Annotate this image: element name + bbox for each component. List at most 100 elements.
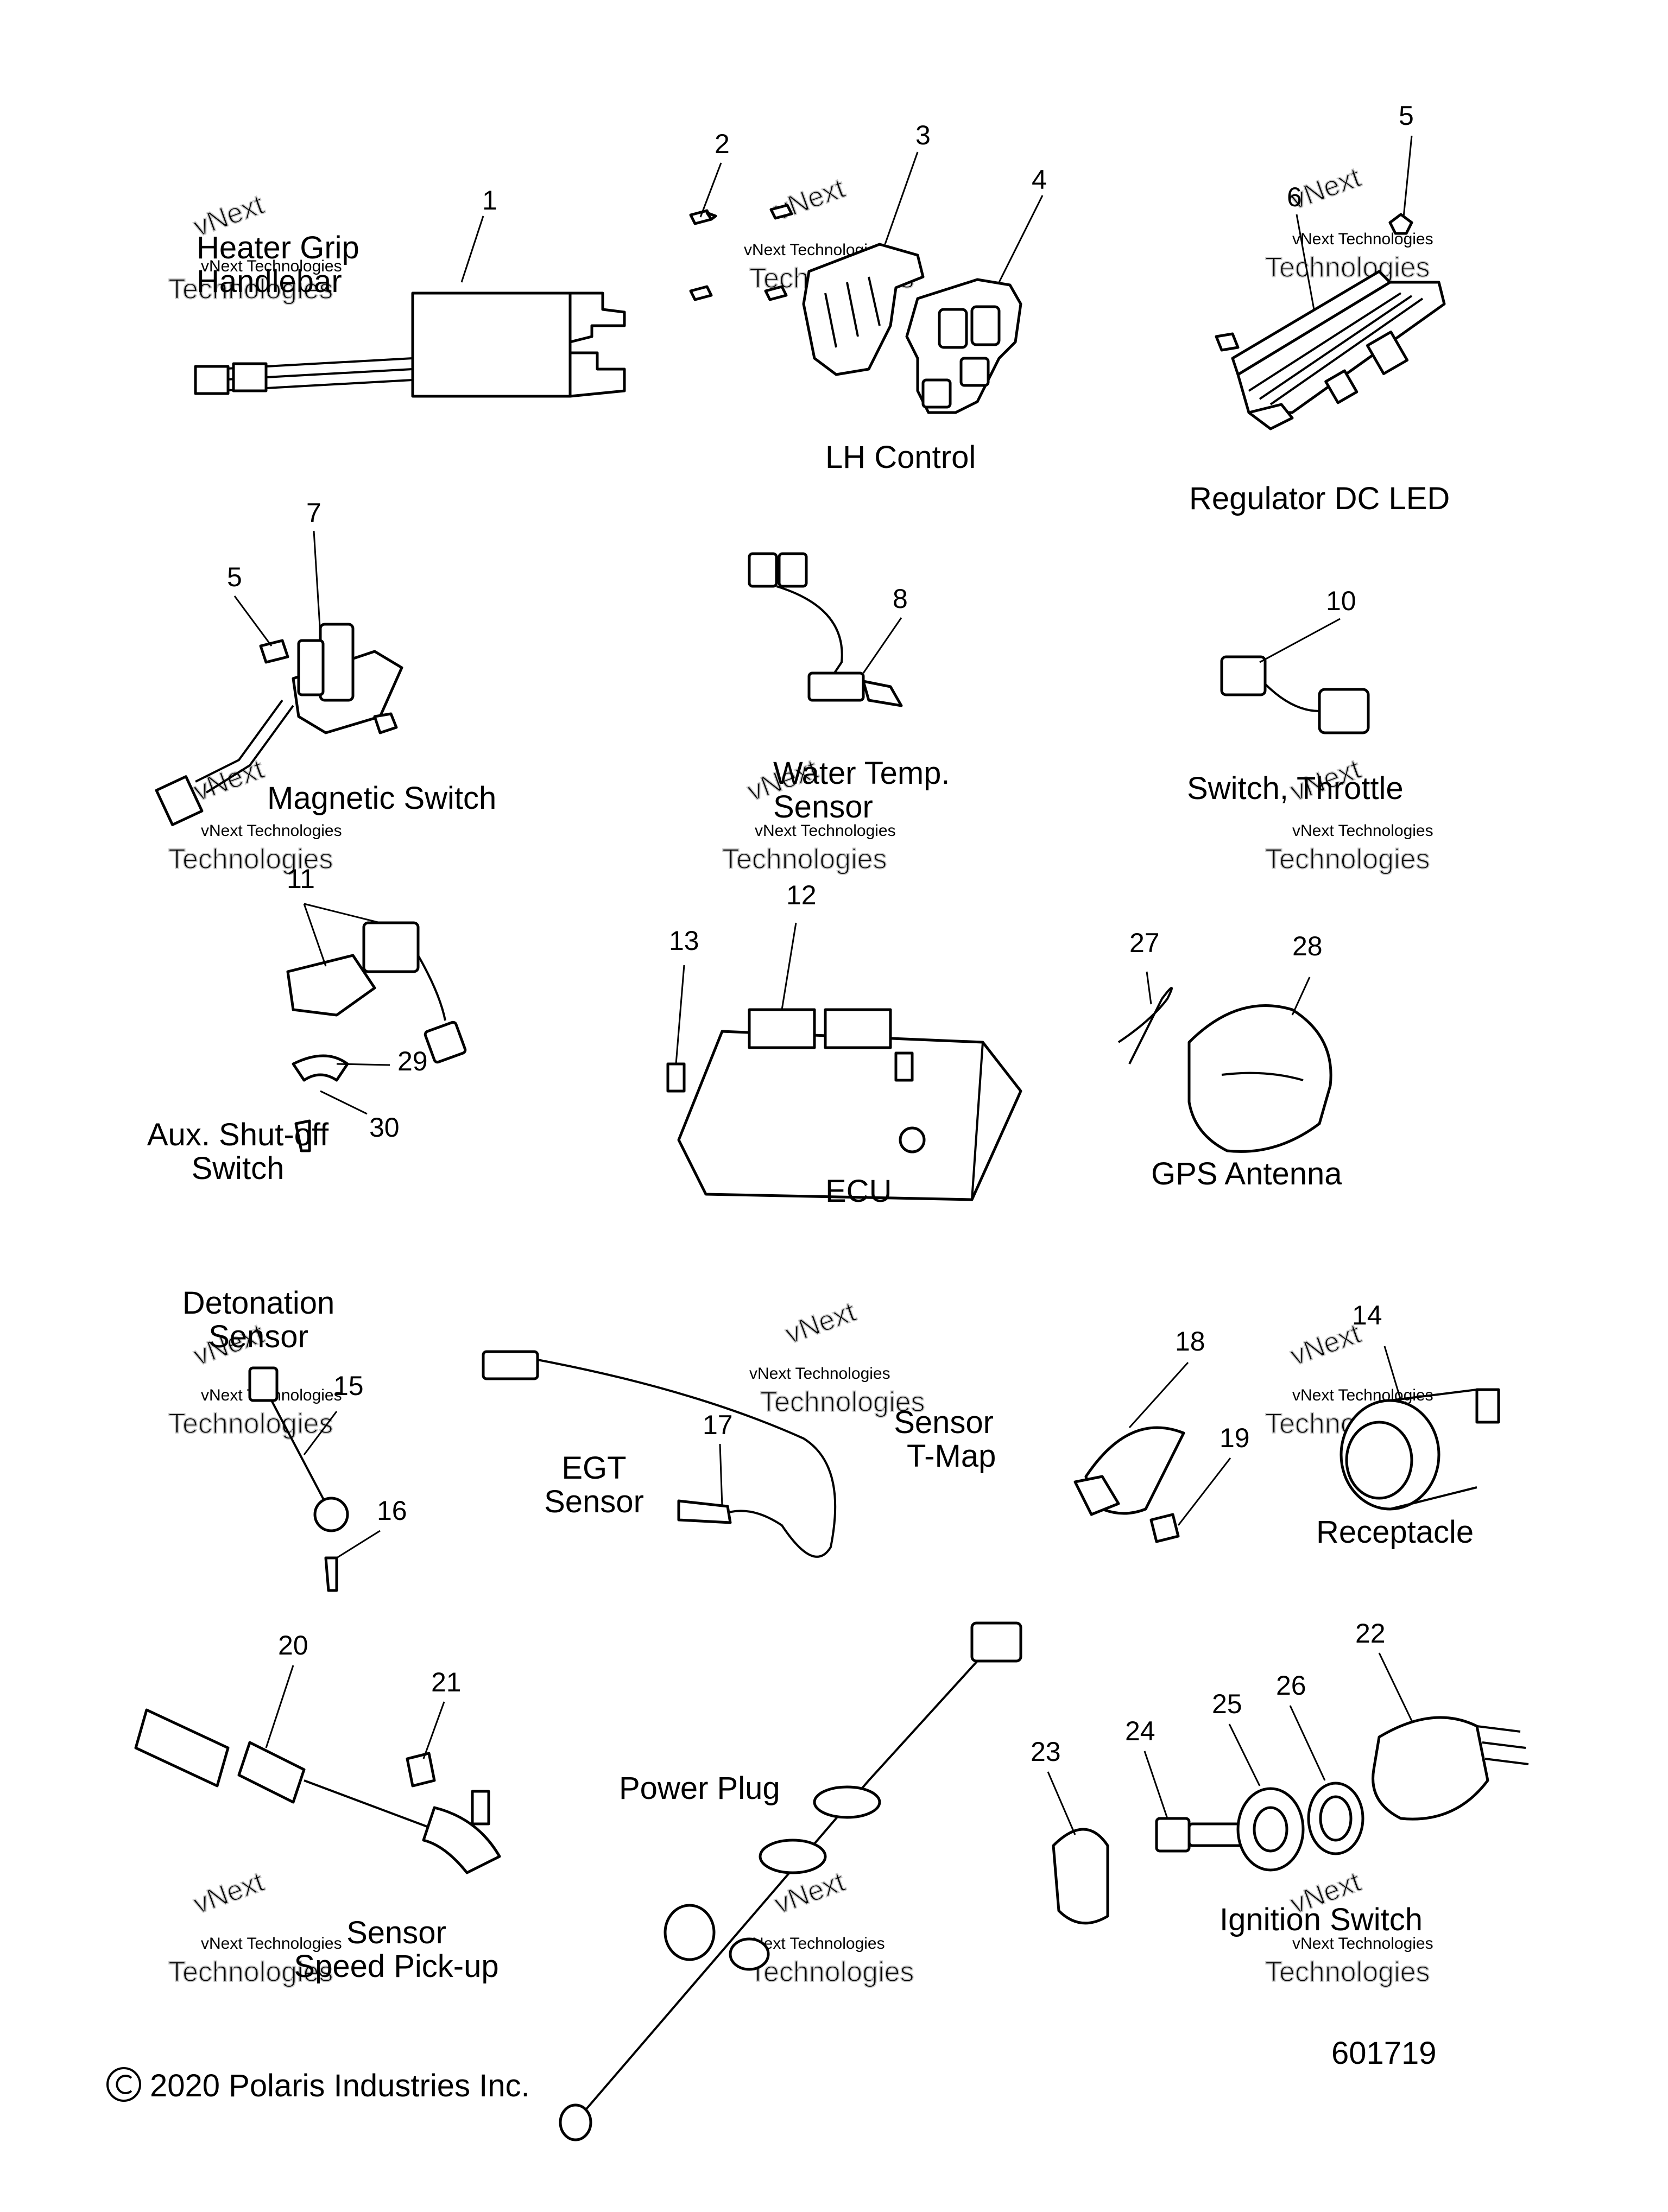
label-line: Heater Grip	[197, 230, 359, 265]
label-line: T-Map	[907, 1438, 996, 1474]
callout-number: 22	[1355, 1618, 1386, 1649]
part-aux-shutoff-drawing	[286, 921, 467, 1152]
callout-number: 21	[431, 1667, 462, 1697]
watermark-big: vNext	[189, 1866, 268, 1920]
label-line: GPS Antenna	[1151, 1156, 1342, 1191]
label-line: ECU	[825, 1174, 892, 1209]
watermark: vNext Technologies	[749, 1365, 890, 1383]
callout-number: 28	[1292, 931, 1323, 961]
watermark: vNext Technologies	[1292, 822, 1433, 840]
watermark-big: Technologies	[749, 1956, 914, 1988]
callout-number: 23	[1031, 1736, 1061, 1767]
watermark-big: Technologies	[168, 274, 333, 305]
label-line: Power Plug	[619, 1771, 780, 1806]
label-lh-control: LH Control	[825, 440, 976, 475]
watermark-big: Technologies	[1265, 1956, 1430, 1988]
watermark: vNext Technologies	[201, 1935, 342, 1953]
watermark-big: vNext	[770, 172, 849, 226]
footer: 2020 Polaris Industries Inc. 601719	[106, 2036, 1437, 2103]
watermark-big: vNext	[189, 753, 268, 807]
part-egt-sensor-drawing	[482, 1350, 837, 1558]
label-power-plug: Power Plug	[619, 1771, 780, 1806]
watermark-big: Technologies	[168, 1956, 333, 1988]
callout-number: 26	[1276, 1670, 1306, 1701]
label-line: Detonation	[182, 1285, 335, 1321]
callout-number: 5	[1399, 100, 1414, 131]
part-throttle-switch-drawing	[1220, 655, 1370, 734]
callout-number: 11	[287, 864, 315, 894]
label-magnetic-switch: Magnetic Switch	[267, 781, 496, 816]
label-regulator: Regulator DC LED	[1189, 481, 1450, 516]
watermark-big: Technologies	[168, 844, 333, 875]
leader-lines	[233, 135, 1413, 1835]
label-line: Switch	[192, 1151, 285, 1186]
label-line: Aux. Shut-off	[147, 1117, 329, 1152]
callout-number: 19	[1220, 1423, 1250, 1453]
callout-number: 18	[1175, 1326, 1205, 1357]
callout-number: 8	[893, 584, 908, 614]
label-receptacle: Receptacle	[1316, 1514, 1474, 1550]
callout-number: 17	[703, 1410, 733, 1440]
label-gps-antenna: GPS Antenna	[1151, 1156, 1342, 1191]
part-tmap-sensor-drawing	[1073, 1426, 1185, 1543]
callout-number: 20	[278, 1630, 308, 1660]
callout-number: 24	[1125, 1716, 1155, 1746]
watermark-big: Technologies	[760, 1386, 925, 1418]
label-line: Handlebar	[197, 264, 342, 299]
part-speed-pickup-drawing	[134, 1708, 501, 1874]
callout-numbers: 1 2 3 4 5 6 5 7 8 10 11 29 30 12 13 27 2…	[227, 100, 1414, 1767]
label-line: Switch, Throttle	[1187, 771, 1404, 806]
part-power-plug-drawing	[559, 1621, 1022, 2141]
callout-number: 16	[377, 1495, 407, 1526]
label-throttle-switch: Switch, Throttle	[1187, 771, 1404, 806]
copyright-icon	[106, 2067, 141, 2102]
label-water-temp-sensor: Water Temp.Sensor	[773, 756, 950, 825]
callout-number: 5	[227, 562, 242, 592]
callout-number: 2	[715, 129, 730, 159]
label-line: EGT	[561, 1450, 626, 1486]
callout-number: 7	[306, 498, 321, 528]
callout-number: 14	[1352, 1300, 1382, 1330]
watermark-big: Technologies	[1265, 844, 1430, 875]
copyright-text: 2020 Polaris Industries Inc.	[150, 2068, 530, 2103]
callout-number: 1	[482, 185, 497, 216]
label-ecu: ECU	[825, 1174, 892, 1209]
part-water-temp-sensor-drawing	[748, 552, 903, 707]
part-magnetic-switch-drawing	[155, 623, 403, 826]
watermark-big: Technologies	[168, 1408, 333, 1440]
callout-number: 29	[397, 1046, 428, 1076]
label-ignition-switch: Ignition Switch	[1220, 1902, 1423, 1937]
part-receptacle-drawing	[1340, 1388, 1500, 1511]
label-line: Regulator DC LED	[1189, 481, 1450, 516]
watermark-big: Technologies	[1265, 252, 1430, 283]
callout-number: 15	[333, 1371, 364, 1401]
label-line: Sensor	[346, 1915, 446, 1950]
watermark: vNext Technologies	[201, 257, 342, 275]
watermark: vNext Technologies	[1292, 230, 1433, 248]
label-line: Sensor	[544, 1484, 644, 1519]
part-regulator-drawing	[1215, 213, 1446, 430]
callout-number: 12	[786, 880, 817, 910]
part-detonation-sensor-drawing	[248, 1366, 349, 1592]
label-line: Speed Pick-up	[294, 1949, 498, 1984]
callout-number: 27	[1129, 928, 1160, 958]
callout-number: 6	[1287, 182, 1302, 212]
part-ignition-switch-drawing	[1052, 1716, 1529, 1925]
callout-number: 30	[369, 1112, 400, 1143]
watermark-big: Technologies	[722, 844, 887, 875]
callout-number: 3	[915, 120, 931, 150]
watermark: vNext Technologies	[755, 822, 896, 840]
callout-number: 25	[1212, 1689, 1242, 1719]
watermark-big: vNext	[781, 1296, 860, 1350]
figure-number: 601719	[1331, 2036, 1437, 2071]
label-line: Sensor	[773, 789, 873, 825]
watermark: vNext Technologies	[1292, 1386, 1433, 1404]
